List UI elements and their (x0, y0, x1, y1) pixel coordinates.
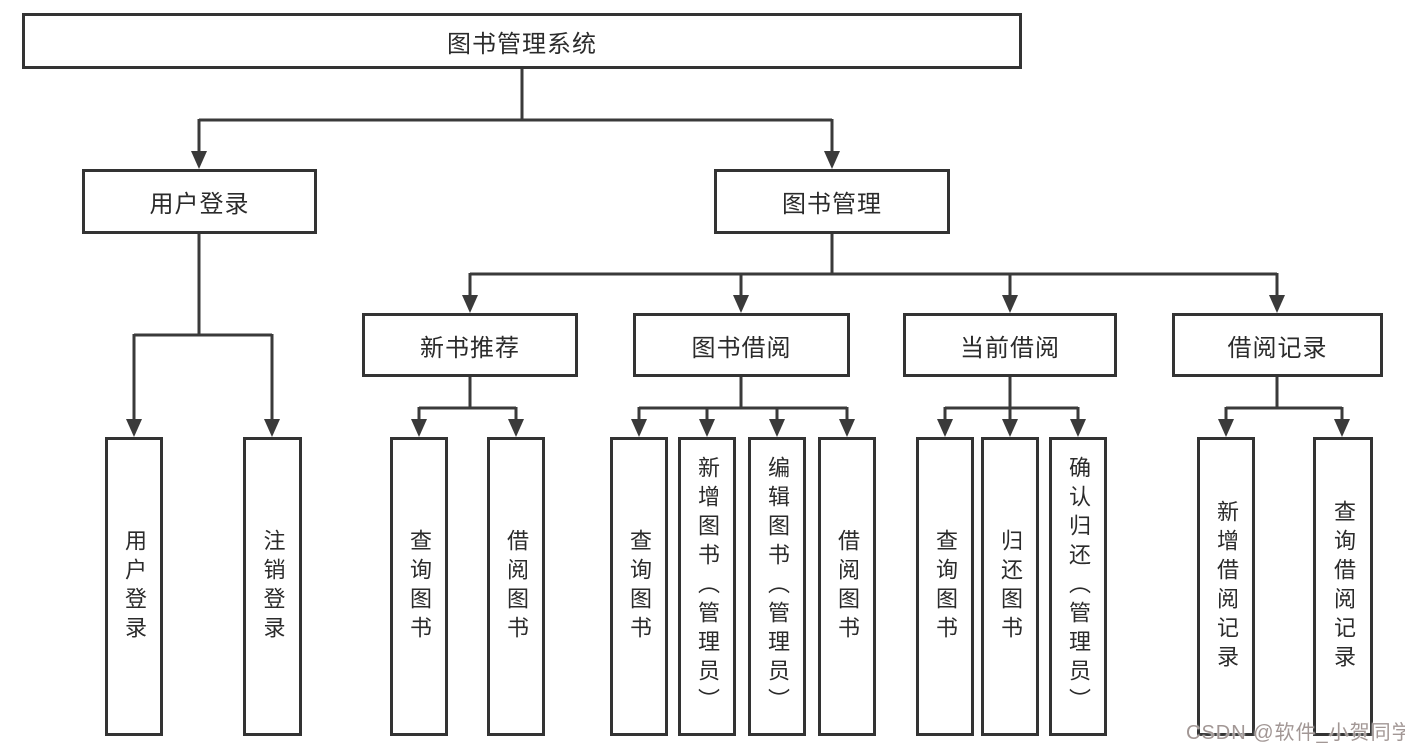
arrowhead-bookmgmt (824, 151, 840, 169)
node-label: 借阅记录 (1227, 334, 1328, 362)
arrowhead-current (1002, 295, 1018, 313)
node-current-borrowing: 当前借阅 (903, 313, 1117, 377)
node-library-management-system: 图书管理系统 (22, 13, 1022, 69)
arrowhead-recd-add (1218, 419, 1234, 437)
arrowhead-recd-query (1334, 419, 1350, 437)
arrowhead-cur-confirm (1070, 419, 1086, 437)
node-user-login-branch: 用户登录 (82, 169, 317, 234)
arrowhead-borrow (733, 295, 749, 313)
leaf-label: 查询图书 (407, 528, 432, 645)
leaf-label: 借阅图书 (504, 528, 529, 645)
leaf-label: 注销登录 (260, 528, 286, 645)
arrowhead-recommend (462, 295, 478, 313)
leaf-query-books-borrow: 查询图书 (610, 437, 668, 736)
node-book-management-branch: 图书管理 (714, 169, 950, 234)
node-new-book-recommend: 新书推荐 (362, 313, 578, 377)
arrowhead-cur-return (1002, 419, 1018, 437)
leaf-label: 查询图书 (627, 528, 652, 645)
leaf-confirm-return-admin: 确认归还（管理员） (1049, 437, 1107, 736)
leaf-return-books: 归还图书 (981, 437, 1039, 736)
arrowheads (126, 151, 1350, 437)
leaf-user-login: 用户登录 (105, 437, 163, 736)
leaf-label: 借阅图书 (835, 528, 860, 645)
arrowhead-records (1269, 295, 1285, 313)
arrowhead-login (191, 151, 207, 169)
node-label: 图书管理系统 (447, 30, 597, 58)
leaf-label: 归还图书 (998, 528, 1023, 645)
leaf-label: 确认归还（管理员） (1066, 456, 1091, 717)
leaf-query-books-recommend: 查询图书 (390, 437, 448, 736)
arrowhead-cur-query (937, 419, 953, 437)
leaf-label: 编辑图书（管理员） (765, 456, 790, 717)
arrowhead-bor-borrow (839, 419, 855, 437)
arrowhead-bor-add (699, 419, 715, 437)
leaf-edit-books-admin: 编辑图书（管理员） (748, 437, 806, 736)
leaf-label: 查询借阅记录 (1331, 499, 1356, 674)
arrowhead-bor-query (631, 419, 647, 437)
leaf-query-borrow-record: 查询借阅记录 (1313, 437, 1373, 736)
arrowhead-rec-borrow (508, 419, 524, 437)
leaf-add-borrow-record: 新增借阅记录 (1197, 437, 1255, 736)
leaf-add-books-admin: 新增图书（管理员） (678, 437, 736, 736)
node-label: 新书推荐 (420, 334, 520, 362)
leaf-query-books-current: 查询图书 (916, 437, 974, 736)
leaf-label: 用户登录 (122, 528, 147, 645)
node-label: 当前借阅 (960, 334, 1060, 362)
node-label: 图书借阅 (691, 334, 792, 362)
node-label: 图书管理 (782, 191, 882, 218)
arrowhead-bor-edit (769, 419, 785, 437)
leaf-label: 新增借阅记录 (1214, 499, 1239, 674)
arrowhead-user-login (126, 419, 142, 437)
node-borrowing-records: 借阅记录 (1172, 313, 1383, 377)
node-label: 用户登录 (149, 191, 250, 218)
csdn-watermark: CSDN @软件_小贺同学 (1186, 722, 1405, 744)
arrowhead-rec-query (411, 419, 427, 437)
leaf-borrow-books-recommend: 借阅图书 (487, 437, 545, 736)
arrowhead-logout (264, 419, 280, 437)
leaf-borrow-books: 借阅图书 (818, 437, 876, 736)
node-book-borrowing: 图书借阅 (633, 313, 850, 377)
leaf-label: 查询图书 (933, 528, 958, 645)
leaf-label: 新增图书（管理员） (695, 456, 720, 717)
leaf-logout: 注销登录 (243, 437, 302, 736)
